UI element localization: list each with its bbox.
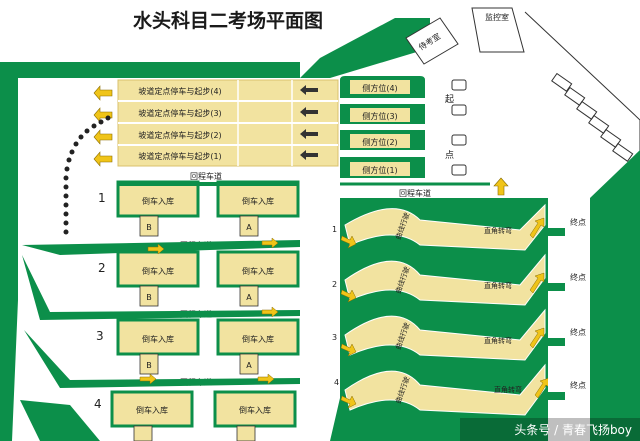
reverse-b-1: B xyxy=(146,223,152,232)
slope-row-4: 坡道定点停车与起步(4) xyxy=(138,86,221,96)
reverse-label-2a: 倒车入库 xyxy=(142,266,174,276)
reverse-label-1a: 倒车入库 xyxy=(142,196,174,206)
end-point-column: 终点 终点 终点 终点 xyxy=(545,150,640,441)
side-parking-4: 侧方位(4) xyxy=(340,76,425,98)
reverse-b-3: B xyxy=(146,361,152,370)
top-left-green xyxy=(112,62,300,78)
reverse-number-1: 1 xyxy=(98,191,106,205)
reverse-number-2: 2 xyxy=(98,261,106,275)
reverse-band-row1 xyxy=(118,182,298,186)
parked-cars xyxy=(551,72,634,162)
side-parking-label-1: 侧方位(1) xyxy=(362,165,397,175)
curve-number-2: 2 xyxy=(332,280,337,289)
building-office: 监控室 xyxy=(471,7,525,53)
reverse-label-3b: 倒车入库 xyxy=(242,334,274,344)
end-label-4: 终点 xyxy=(570,380,586,390)
reverse-label-3a: 倒车入库 xyxy=(142,334,174,344)
reverse-band-3 xyxy=(24,330,300,388)
right-angle-label-2: 直角转弯 xyxy=(484,281,512,290)
top-return-lane-label: 回程车道 xyxy=(399,188,431,198)
curve-exit-arrows xyxy=(529,217,550,399)
side-parking-label-3: 侧方位(3) xyxy=(362,111,397,121)
reverse-label-2b: 倒车入库 xyxy=(242,266,274,276)
watermark: 头条号 / 青春飞扬boy xyxy=(460,418,640,441)
office-label: 监控室 xyxy=(485,12,509,22)
start-label-2: 点 xyxy=(445,150,454,161)
reverse-a-1: A xyxy=(246,223,252,232)
reverse-rows: 1 回程车道 倒车入库 倒车入库 B A 2 回程车道 倒车入库 倒车入库 B … xyxy=(20,171,300,441)
right-angle-label-1: 直角转弯 xyxy=(484,226,512,235)
reverse-label-4b: 倒车入库 xyxy=(239,405,271,415)
top-green-band xyxy=(300,18,430,78)
reverse-a-2: A xyxy=(246,293,252,302)
reverse-a-3: A xyxy=(246,361,252,370)
end-label-2: 终点 xyxy=(570,272,586,282)
right-angle-label-3: 直角转弯 xyxy=(484,336,512,345)
reverse-number-3: 3 xyxy=(96,329,104,343)
lane-arrows xyxy=(139,237,279,385)
side-parking-3: 侧方位(3) xyxy=(340,104,425,124)
start-cars xyxy=(451,79,467,176)
end-label-3: 终点 xyxy=(570,327,586,337)
cone-path xyxy=(63,115,111,235)
reverse-number-4: 4 xyxy=(94,397,102,411)
left-green-border xyxy=(0,62,112,441)
slope-area: 坡道定点停车与起步(4) 坡道定点停车与起步(3) 坡道定点停车与起步(2) 坡… xyxy=(117,79,339,167)
side-parking-label-2: 侧方位(2) xyxy=(362,137,397,147)
reverse-row-2: 2 回程车道 倒车入库 倒车入库 B A xyxy=(98,240,300,307)
side-parking-label-4: 侧方位(4) xyxy=(362,83,397,93)
reverse-return-lane-1: 回程车道 xyxy=(190,171,222,181)
top-return-lane: 回程车道 xyxy=(340,177,509,198)
curve-area: 1 2 3 4 曲线行驶 曲线行驶 曲线行驶 曲线行驶 直角转弯 直角转弯 直角… xyxy=(330,198,590,441)
reverse-label-1b: 倒车入库 xyxy=(242,196,274,206)
reverse-label-4a: 倒车入库 xyxy=(136,405,168,415)
watermark-text: 头条号 / 青春飞扬boy xyxy=(514,422,632,437)
curve-number-1: 1 xyxy=(332,225,337,234)
site-boundary xyxy=(524,11,640,441)
slope-row-2: 坡道定点停车与起步(2) xyxy=(138,130,221,140)
reverse-b-2: B xyxy=(146,293,152,302)
side-parking-1: 侧方位(1) xyxy=(340,157,425,178)
page-title: 水头科目二考场平面图 xyxy=(133,9,323,32)
slope-row-3: 坡道定点停车与起步(3) xyxy=(138,108,221,118)
slope-entry-arrows xyxy=(300,85,318,160)
curve-lanes xyxy=(344,203,546,416)
start-label-1: 起 xyxy=(445,94,454,105)
side-parking-2: 侧方位(2) xyxy=(340,130,425,150)
curve-number-3: 3 xyxy=(332,333,337,342)
reverse-band-4 xyxy=(20,400,100,441)
right-angle-label-4: 直角转弯 xyxy=(494,385,522,394)
slope-row-1: 坡道定点停车与起步(1) xyxy=(138,151,221,161)
slope-exit-arrows xyxy=(93,85,113,167)
building-exam-room: 侍考室 xyxy=(405,17,459,65)
curve-number-4: 4 xyxy=(334,378,339,387)
curve-entry-arrows xyxy=(340,235,357,409)
end-label-1: 终点 xyxy=(570,217,586,227)
reverse-row-3: 3 回程车道 倒车入库 倒车入库 B A xyxy=(96,309,300,375)
side-parking-area: 侧方位(4) 侧方位(3) 侧方位(2) 侧方位(1) xyxy=(340,76,425,180)
reverse-row-1: 1 回程车道 倒车入库 倒车入库 B A xyxy=(98,171,300,237)
